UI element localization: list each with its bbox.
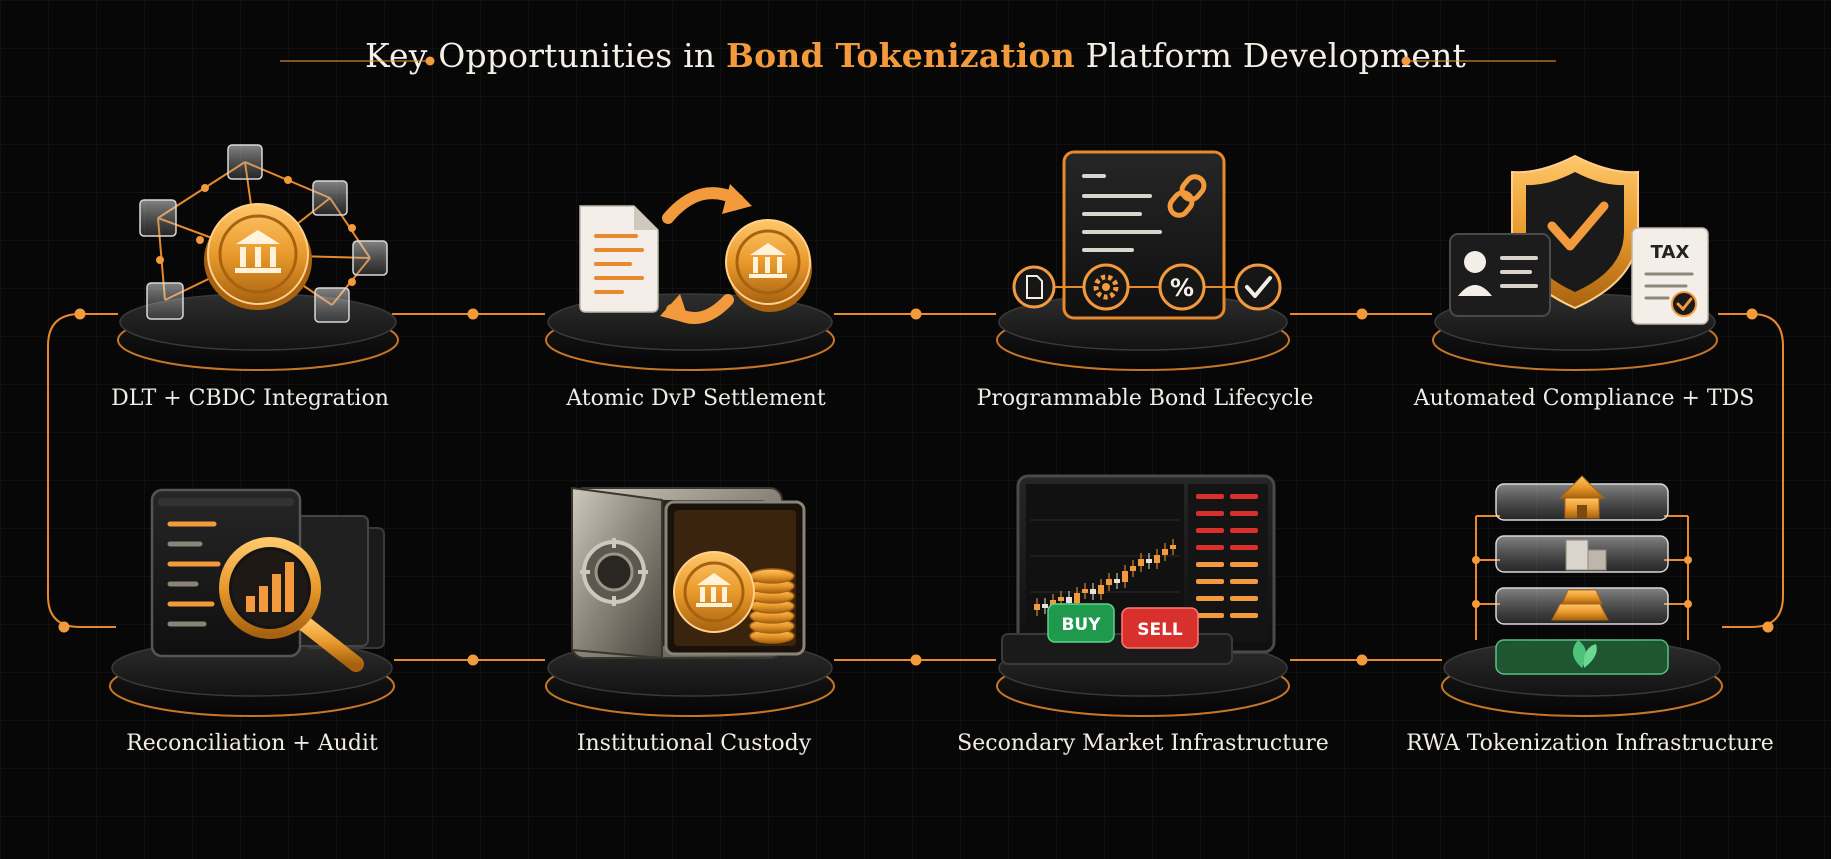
node-label-custody: Institutional Custody: [576, 731, 812, 756]
candle-body: [1074, 593, 1080, 603]
order-book-row: [1196, 528, 1224, 533]
order-book-row: [1196, 596, 1224, 601]
node-label-compliance: Automated Compliance + TDS: [1413, 386, 1755, 411]
candle-body: [1154, 555, 1160, 563]
title-decoration: [280, 56, 1556, 66]
order-book-row: [1196, 545, 1224, 550]
candle-body: [1122, 571, 1128, 582]
candle-body: [1066, 597, 1072, 603]
candle-body: [1098, 585, 1104, 594]
title-suffix: Platform Development: [1085, 36, 1466, 75]
candle-body: [1058, 597, 1064, 601]
blockchain-bank-coin-icon: [139, 144, 388, 323]
connector-dots: [58, 308, 1774, 666]
order-book-row: [1230, 528, 1258, 533]
candle-body: [1034, 604, 1040, 610]
order-book: [1196, 494, 1258, 618]
order-book-row: [1196, 494, 1224, 499]
candle-body: [1146, 559, 1152, 563]
node-label-dlt: DLT + CBDC Integration: [111, 386, 389, 411]
order-book-row: [1230, 613, 1258, 618]
candle-body: [1090, 589, 1096, 594]
node-label-reconciliation: Reconciliation + Audit: [126, 731, 378, 756]
order-book-row: [1230, 545, 1258, 550]
tax-label: TAX: [1651, 242, 1690, 263]
candle-body: [1106, 579, 1112, 585]
asset-layers-icon: [1472, 475, 1692, 675]
smart-contract-lifecycle-icon: %: [1012, 150, 1282, 320]
order-book-row: [1230, 596, 1258, 601]
order-book-row: [1196, 562, 1224, 567]
title-prefix: Key Opportunities in: [365, 36, 716, 75]
vault-coins-icon: [571, 486, 806, 660]
candle-body: [1042, 604, 1048, 608]
document-coin-exchange-icon: [579, 184, 812, 324]
order-book-row: [1230, 562, 1258, 567]
sell-label: SELL: [1137, 620, 1183, 640]
order-book-row: [1196, 613, 1224, 618]
candle-body: [1082, 589, 1088, 593]
order-book-row: [1196, 511, 1224, 516]
order-book-row: [1230, 494, 1258, 499]
candle-body: [1170, 545, 1176, 549]
node-label-dvp: Atomic DvP Settlement: [566, 386, 826, 411]
candle-body: [1130, 566, 1136, 571]
shield-id-tax-icon: TAX: [1449, 154, 1709, 325]
order-book-row: [1196, 579, 1224, 584]
candle-body: [1138, 559, 1144, 566]
node-label-lifecycle: Programmable Bond Lifecycle: [976, 386, 1314, 411]
order-book-row: [1230, 579, 1258, 584]
node-label-secondary: Secondary Market Infrastructure: [957, 731, 1329, 756]
percent-glyph: %: [1170, 274, 1194, 302]
page-title: Key Opportunities in Bond Tokenization P…: [0, 36, 1831, 75]
node-label-rwa: RWA Tokenization Infrastructure: [1406, 731, 1774, 756]
buy-label: BUY: [1061, 615, 1101, 635]
order-book-row: [1230, 511, 1258, 516]
candle-body: [1162, 549, 1168, 555]
candle-body: [1114, 579, 1120, 583]
title-highlight: Bond Tokenization: [725, 36, 1075, 75]
trading-screen-icon: BUY SELL: [1001, 474, 1276, 665]
ledger-magnifier-icon: [150, 488, 385, 672]
